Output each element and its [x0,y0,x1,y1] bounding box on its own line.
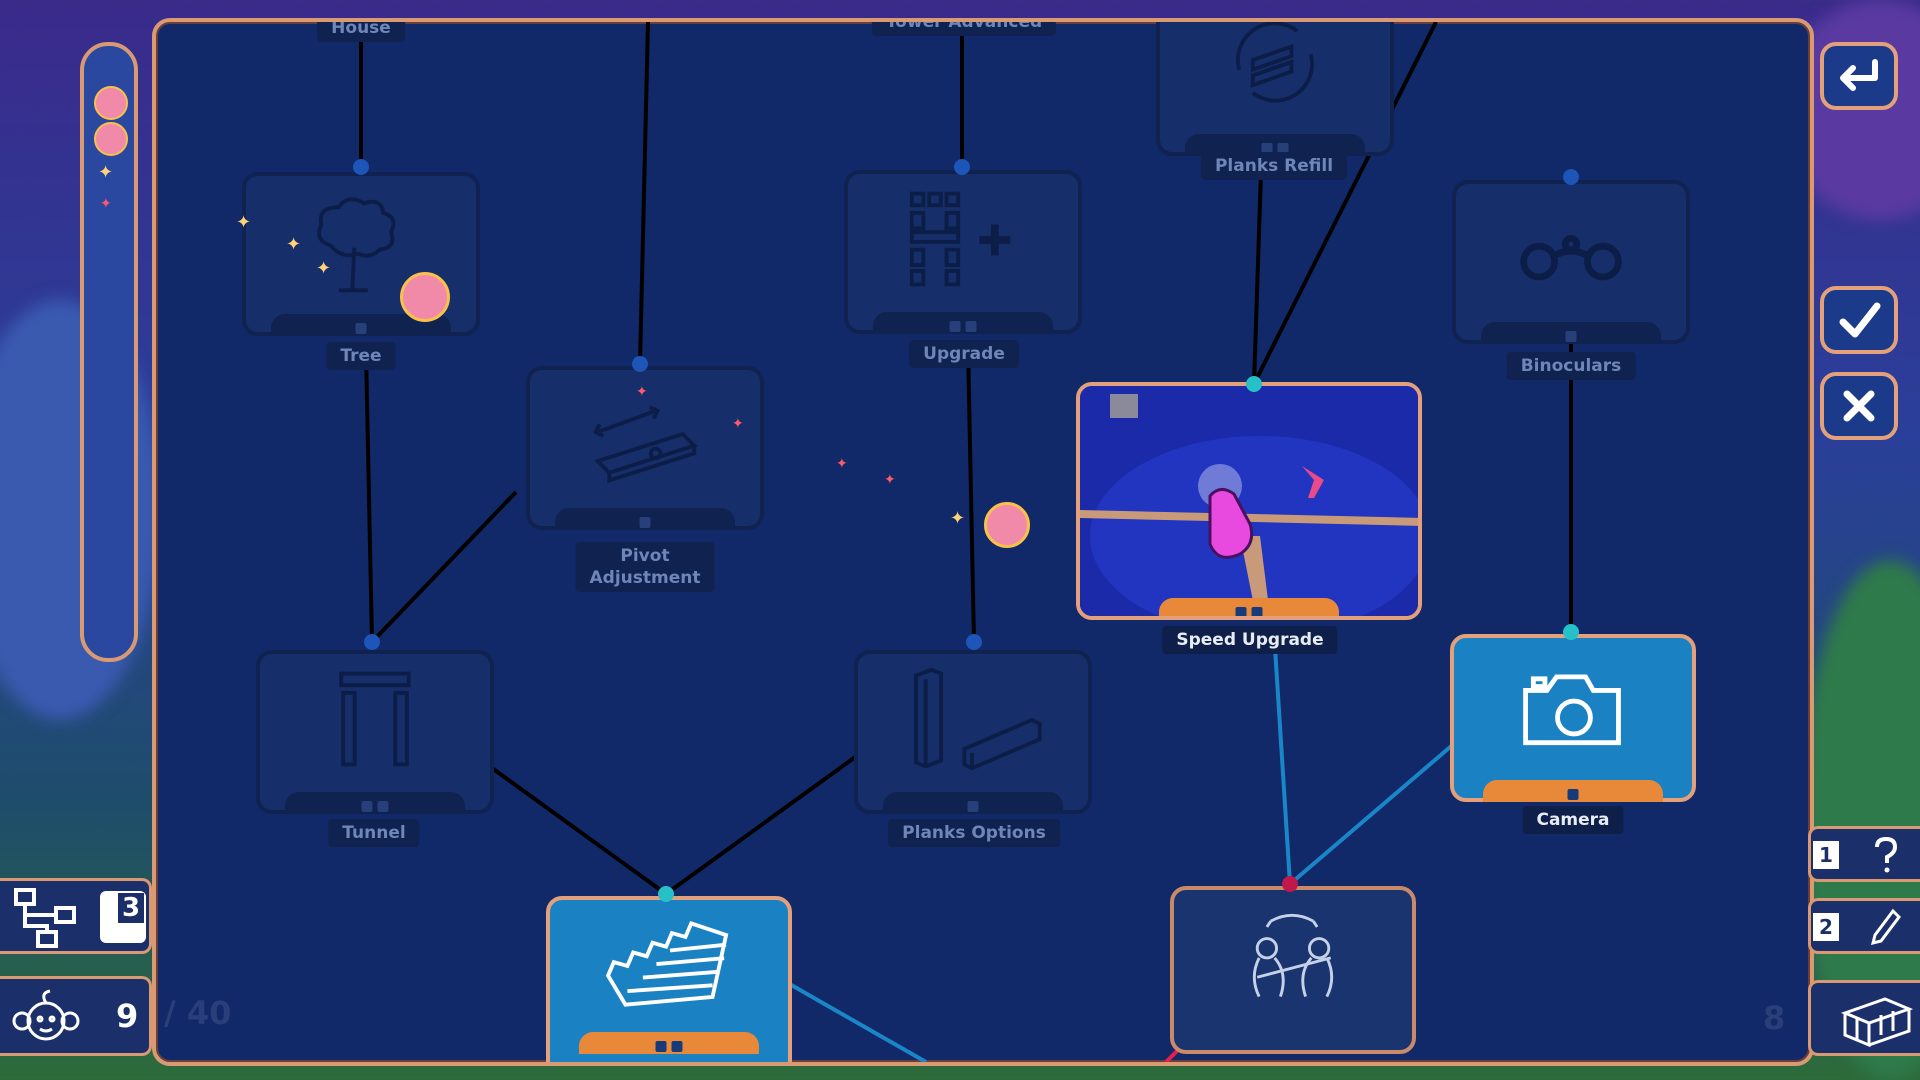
sparkle-icon: ✦ [316,258,332,279]
skill-node-speed-upgrade[interactable] [1076,382,1422,620]
node-tab [271,314,451,336]
sparkle-icon: ✦ [636,384,648,400]
planks-refill-icon [1236,22,1314,103]
node-tab [1185,134,1365,156]
node-tab [883,792,1063,814]
hud-edit-slot: 2 [1808,898,1920,954]
link-dot [1282,876,1298,892]
link-dot [1563,624,1579,640]
camera-icon [1523,674,1621,746]
checkmark-icon [1839,302,1881,338]
node-label-speed-upgrade: Speed Upgrade [1162,626,1338,654]
link-dot [966,634,982,650]
monkey-token-icon [984,502,1030,548]
sparkle-icon: ✦ [950,508,966,529]
tunnel-icon [339,671,411,767]
sparkle-icon: ✦ [286,234,302,255]
hud-currency: 9 [0,976,152,1056]
sparkle-icon: ✦ [100,196,112,212]
back-button[interactable] [1820,42,1898,110]
node-label-camera: Camera [1522,806,1624,834]
ladder-plus-icon [909,191,1011,287]
pencil-icon [1870,908,1901,946]
currency-total: / 40 [164,994,232,1032]
skill-node-stairs[interactable] [546,896,792,1062]
monkeys-swing-icon [1252,913,1334,998]
link-dot [1246,376,1262,392]
skill-node-monkeys[interactable] [1170,886,1416,1054]
confirm-button[interactable] [1820,286,1898,354]
monkey-token-icon [94,122,128,156]
skill-node-tunnel[interactable] [256,650,494,814]
back-arrow-icon [1840,59,1878,91]
edit-button[interactable] [1870,907,1901,951]
node-tab [1159,598,1339,616]
stairs-icon [605,920,729,1007]
link-dot [954,159,970,175]
skill-node-planks-options[interactable] [854,650,1092,814]
hud-planks-slot: 8 [1763,980,1920,1056]
hud-tree-panel: 3 [0,878,152,954]
level-badge: 3 [100,891,146,943]
planks-stack-icon [1840,997,1914,1048]
node-label-tree: Tree [326,342,396,370]
sparkle-icon: ✦ [98,162,114,183]
sparkle-icon: ✦ [236,212,252,233]
slot-number: 2 [1813,913,1839,941]
question-icon [1875,836,1898,873]
link-dot [353,159,369,175]
node-tab [555,508,735,530]
link-dot [364,634,380,650]
node-tab [1483,780,1663,802]
pivot-plank-icon [593,405,698,484]
progress-sidebar: ✦ ✦ [80,42,138,662]
speed-preview-image [1080,386,1418,616]
sparkle-icon: ✦ [836,456,848,472]
sparkle-icon: ✦ [884,472,896,488]
level-badge-number: 3 [118,893,145,923]
node-tab [579,1032,759,1054]
currency-count: 9 [116,997,139,1035]
cancel-button[interactable] [1820,372,1898,440]
close-icon [1843,390,1875,422]
node-tab [1481,322,1661,344]
node-label-planks-refill: Planks Refill [1200,152,1348,180]
link-dot [1563,169,1579,185]
sparkle-icon: ✦ [732,416,744,432]
hud-help-slot: 1 [1808,826,1920,882]
help-button[interactable] [1871,835,1901,884]
monkey-face-icon [12,989,80,1041]
skill-node-planks-refill[interactable] [1156,22,1394,156]
skill-tree-icon[interactable] [12,886,82,952]
node-label-tunnel: Tunnel [328,819,420,847]
node-label-house: House [317,22,405,42]
link-dot [658,886,674,902]
node-label-tower-advanced: Tower Advanced [871,22,1057,36]
planks-icon [914,667,1042,771]
node-tab [285,792,465,814]
node-tab [873,312,1053,334]
node-label-upgrade: Upgrade [909,340,1019,368]
slot-number: 1 [1813,841,1839,869]
binoculars-icon [1520,234,1622,281]
planks-count: 8 [1763,999,1786,1037]
node-label-planks-options: Planks Options [888,819,1060,847]
label-line-2: Adjustment [589,568,701,588]
monkey-token-icon [94,86,128,120]
skill-node-binoculars[interactable] [1452,180,1690,344]
tree-links [359,22,1573,1062]
link-dot [632,356,648,372]
node-label-binoculars: Binoculars [1506,352,1636,380]
skill-node-camera[interactable] [1450,634,1696,802]
tree-icon [317,197,396,293]
skill-node-upgrade[interactable] [844,170,1082,334]
monkey-token-icon [400,272,450,322]
label-line-1: Pivot [620,546,670,566]
